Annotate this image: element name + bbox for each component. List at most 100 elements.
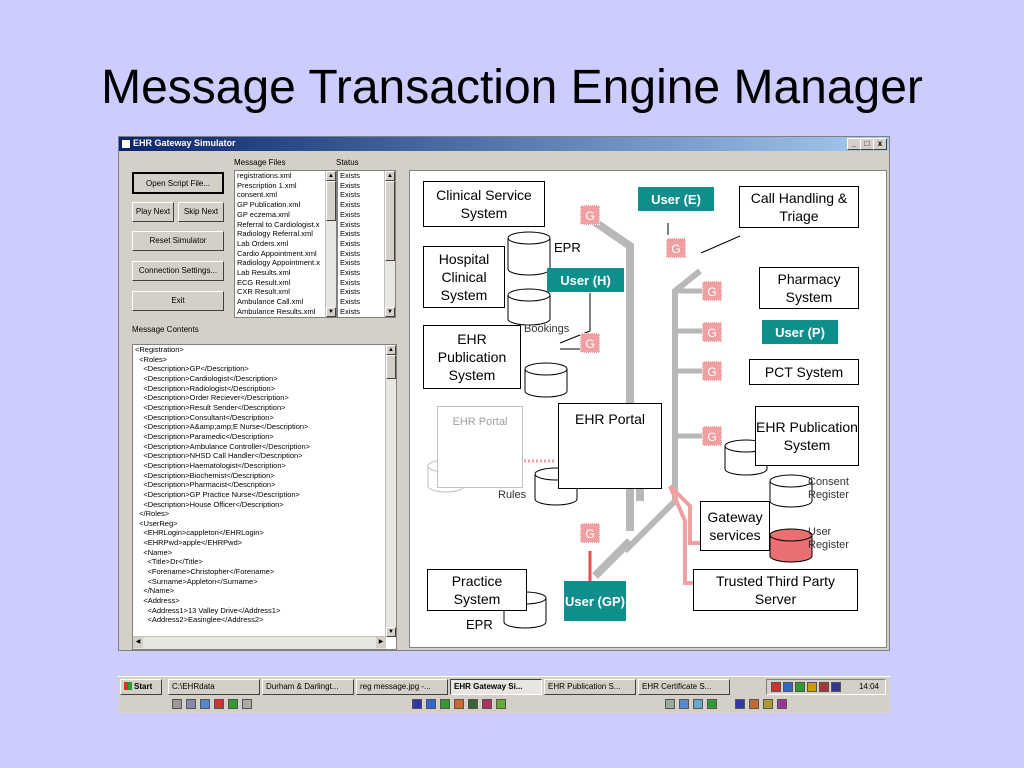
scrollbar-thumb[interactable] <box>326 181 336 221</box>
message-content-line: </Name> <box>135 586 175 596</box>
language-icon[interactable] <box>735 699 745 709</box>
tray-volume-icon[interactable] <box>807 682 817 692</box>
message-content-line: <Description>Biochemist</Description> <box>135 470 275 480</box>
notes-icon[interactable] <box>665 699 675 709</box>
message-content-line: <Description>Order Reciever</Description… <box>135 393 289 403</box>
taskbar-item[interactable]: C:\EHRdata <box>168 679 260 695</box>
message-file-item[interactable]: Referral to Cardiologist.x <box>237 219 320 229</box>
minimize-button[interactable]: _ <box>847 138 861 150</box>
excel-icon[interactable] <box>440 699 450 709</box>
file-status-item: Exists <box>340 209 361 219</box>
message-file-item[interactable]: Lab Orders.xml <box>237 238 289 248</box>
desktop-icon[interactable] <box>172 699 182 709</box>
sync-icon[interactable] <box>707 699 717 709</box>
window-title-bar[interactable]: EHR Gateway Simulator _ □ x <box>119 137 889 151</box>
tray-network-icon[interactable] <box>795 682 805 692</box>
app-icon[interactable] <box>777 699 787 709</box>
skip-next-button[interactable]: Skip Next <box>178 202 224 222</box>
media-icon[interactable] <box>214 699 224 709</box>
message-file-item[interactable]: Radiology Appointment.x <box>237 258 320 268</box>
message-file-item[interactable]: Lab Results.xml <box>237 268 291 278</box>
outlook-icon[interactable] <box>200 699 210 709</box>
scroll-up-arrow-icon[interactable]: ▲ <box>386 345 396 355</box>
pct-system-box: PCT System <box>749 359 859 385</box>
maximize-button[interactable]: □ <box>860 138 874 150</box>
message-file-item[interactable]: Radiology Referral.xml <box>237 229 313 239</box>
ie-icon[interactable] <box>679 699 689 709</box>
message-content-line: <Address> <box>135 596 180 606</box>
file-status-item: Exists <box>340 190 361 200</box>
scrollbar-thumb[interactable] <box>386 355 396 379</box>
start-button[interactable]: Start <box>120 679 162 695</box>
gateway-node: G <box>666 238 686 258</box>
tray-antivirus-icon[interactable] <box>819 682 829 692</box>
scroll-right-arrow-icon[interactable]: ▶ <box>376 637 386 648</box>
message-file-item[interactable]: consent.xml <box>237 190 278 200</box>
network-icon[interactable] <box>693 699 703 709</box>
horizontal-scrollbar[interactable]: ◀ ▶ <box>133 636 386 649</box>
utility-icon[interactable] <box>763 699 773 709</box>
file-status-item: Exists <box>340 180 361 190</box>
message-file-item[interactable]: registrations.xml <box>235 171 336 181</box>
open-script-file-button[interactable]: Open Script File... <box>132 172 224 194</box>
message-content-line: <Description>Ambulance Controller</Descr… <box>135 441 311 451</box>
slide-title: Message Transaction Engine Manager <box>101 61 923 114</box>
exit-button[interactable]: Exit <box>132 291 224 311</box>
message-file-item[interactable]: Prescription 1.xml <box>237 180 297 190</box>
message-file-item[interactable]: GP eczema.xml <box>237 209 290 219</box>
contents-scrollbar[interactable]: ▲ ▼ <box>385 345 396 637</box>
practice-system-box: Practice System <box>427 569 527 611</box>
message-file-item[interactable]: Ambulance Results.xml <box>237 306 316 316</box>
reset-simulator-button[interactable]: Reset Simulator <box>132 231 224 251</box>
message-content-line: <Roles> <box>135 354 168 364</box>
scroll-down-arrow-icon[interactable]: ▼ <box>326 307 336 317</box>
message-content-line: <Description>Radiologist</Description> <box>135 383 276 393</box>
explorer-icon[interactable] <box>186 699 196 709</box>
files-scrollbar[interactable]: ▲ ▼ <box>325 171 336 317</box>
scrollbar-thumb[interactable] <box>385 181 395 261</box>
message-content-line: <Description>GP</Description> <box>135 364 249 374</box>
tray-monitor-icon[interactable] <box>831 682 841 692</box>
gateway-node: G <box>702 426 722 446</box>
clinical-service-system-box: Clinical Service System <box>423 181 545 227</box>
outlook-icon[interactable] <box>426 699 436 709</box>
scroll-down-arrow-icon[interactable]: ▼ <box>385 307 395 317</box>
search-icon[interactable] <box>242 699 252 709</box>
connection-settings-button[interactable]: Connection Settings... <box>132 261 224 281</box>
word-icon[interactable] <box>412 699 422 709</box>
message-contents-box[interactable]: <Registration> <Roles> <Description>GP</… <box>132 344 397 650</box>
frontpage-icon[interactable] <box>496 699 506 709</box>
scroll-up-arrow-icon[interactable]: ▲ <box>326 171 336 181</box>
play-next-button[interactable]: Play Next <box>132 202 174 222</box>
message-file-item[interactable]: Cardio Appointment.xml <box>237 248 317 258</box>
scroll-left-arrow-icon[interactable]: ◀ <box>133 637 143 648</box>
close-button[interactable]: x <box>873 138 887 150</box>
taskbar-item[interactable]: Durham & Darlingt... <box>262 679 354 695</box>
status-scrollbar[interactable]: ▲ ▼ <box>384 171 395 317</box>
gateway-node: G <box>580 523 600 543</box>
file-status-item: Exists <box>340 268 361 278</box>
message-file-item[interactable]: ECG Result.xml <box>237 277 291 287</box>
message-file-item[interactable]: Ambulance Call.xml <box>237 297 304 307</box>
access-icon[interactable] <box>482 699 492 709</box>
scroll-up-arrow-icon[interactable]: ▲ <box>385 171 395 181</box>
message-file-item[interactable]: CXR Result.xml <box>237 287 290 297</box>
publisher-icon[interactable] <box>468 699 478 709</box>
taskbar-item[interactable]: EHR Publication S... <box>544 679 636 695</box>
tool-icon[interactable] <box>749 699 759 709</box>
browser-icon[interactable] <box>228 699 238 709</box>
ehr-publication-system-right-box: EHR Publication System <box>755 406 859 466</box>
consent-register-label: Consent Register <box>808 476 849 501</box>
taskbar-item[interactable]: reg message.jpg -... <box>356 679 448 695</box>
tray-app-icon[interactable] <box>771 682 781 692</box>
message-file-item[interactable]: GP Publication.xml <box>237 200 301 210</box>
status-header: Status <box>336 158 359 167</box>
taskbar-item[interactable]: EHR Certificate S... <box>638 679 730 695</box>
powerpoint-icon[interactable] <box>454 699 464 709</box>
tray-shield-icon[interactable] <box>783 682 793 692</box>
message-content-line: <UserReg> <box>135 518 178 528</box>
scroll-down-arrow-icon[interactable]: ▼ <box>386 627 396 637</box>
taskbar-item[interactable]: EHR Gateway Si... <box>450 679 542 695</box>
